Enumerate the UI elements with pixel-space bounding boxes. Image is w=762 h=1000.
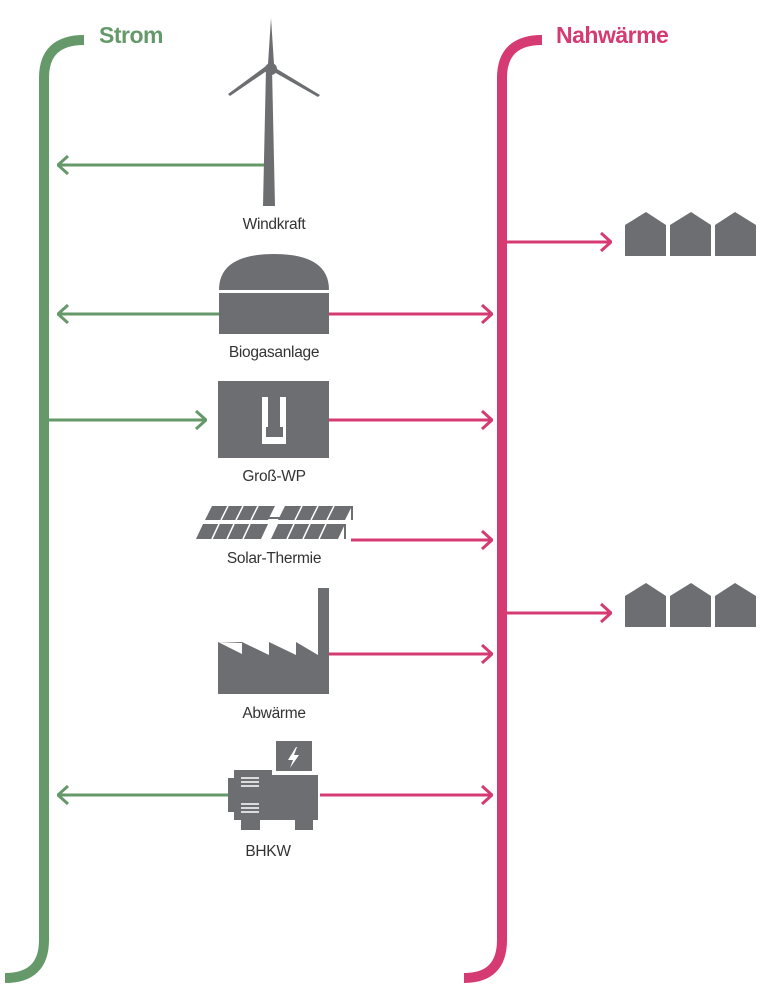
source-solar: Solar-Thermie — [196, 505, 492, 567]
biogas-label: Biogasanlage — [229, 344, 319, 361]
windkraft-label: Windkraft — [243, 216, 307, 233]
waerme-bus-line — [463, 35, 543, 983]
source-windkraft: Windkraft — [58, 18, 320, 233]
wind-turbine-icon — [228, 18, 320, 206]
house-icon — [670, 212, 711, 256]
source-abwaerme: Abwärme — [218, 588, 492, 722]
waerme-title: Nahwärme — [556, 22, 668, 48]
chp-generator-icon — [228, 739, 318, 830]
abwaerme-label: Abwärme — [242, 705, 305, 722]
factory-icon — [218, 588, 329, 694]
strom-title: Strom — [99, 22, 163, 48]
bhkw-label: BHKW — [245, 843, 291, 860]
strom-bus-line — [4, 35, 85, 983]
source-grosswp: Groß-WP — [49, 381, 492, 485]
house-icon — [625, 583, 666, 627]
house-icon — [715, 583, 756, 627]
consumer-houses-1 — [507, 212, 756, 256]
grosswp-label: Groß-WP — [242, 468, 305, 485]
house-group-icon — [625, 212, 756, 256]
source-bhkw: BHKW — [58, 739, 492, 860]
house-icon — [715, 212, 756, 256]
house-group-icon — [625, 583, 756, 627]
solar-thermal-panels-icon — [196, 506, 353, 539]
solar-label: Solar-Thermie — [227, 550, 321, 567]
house-icon — [670, 583, 711, 627]
heat-pump-icon — [218, 381, 329, 458]
house-icon — [625, 212, 666, 256]
biogas-plant-icon — [219, 254, 329, 334]
solar-panel-dividers — [211, 505, 335, 540]
source-biogas: Biogasanlage — [58, 254, 492, 361]
consumer-houses-2 — [507, 583, 756, 627]
